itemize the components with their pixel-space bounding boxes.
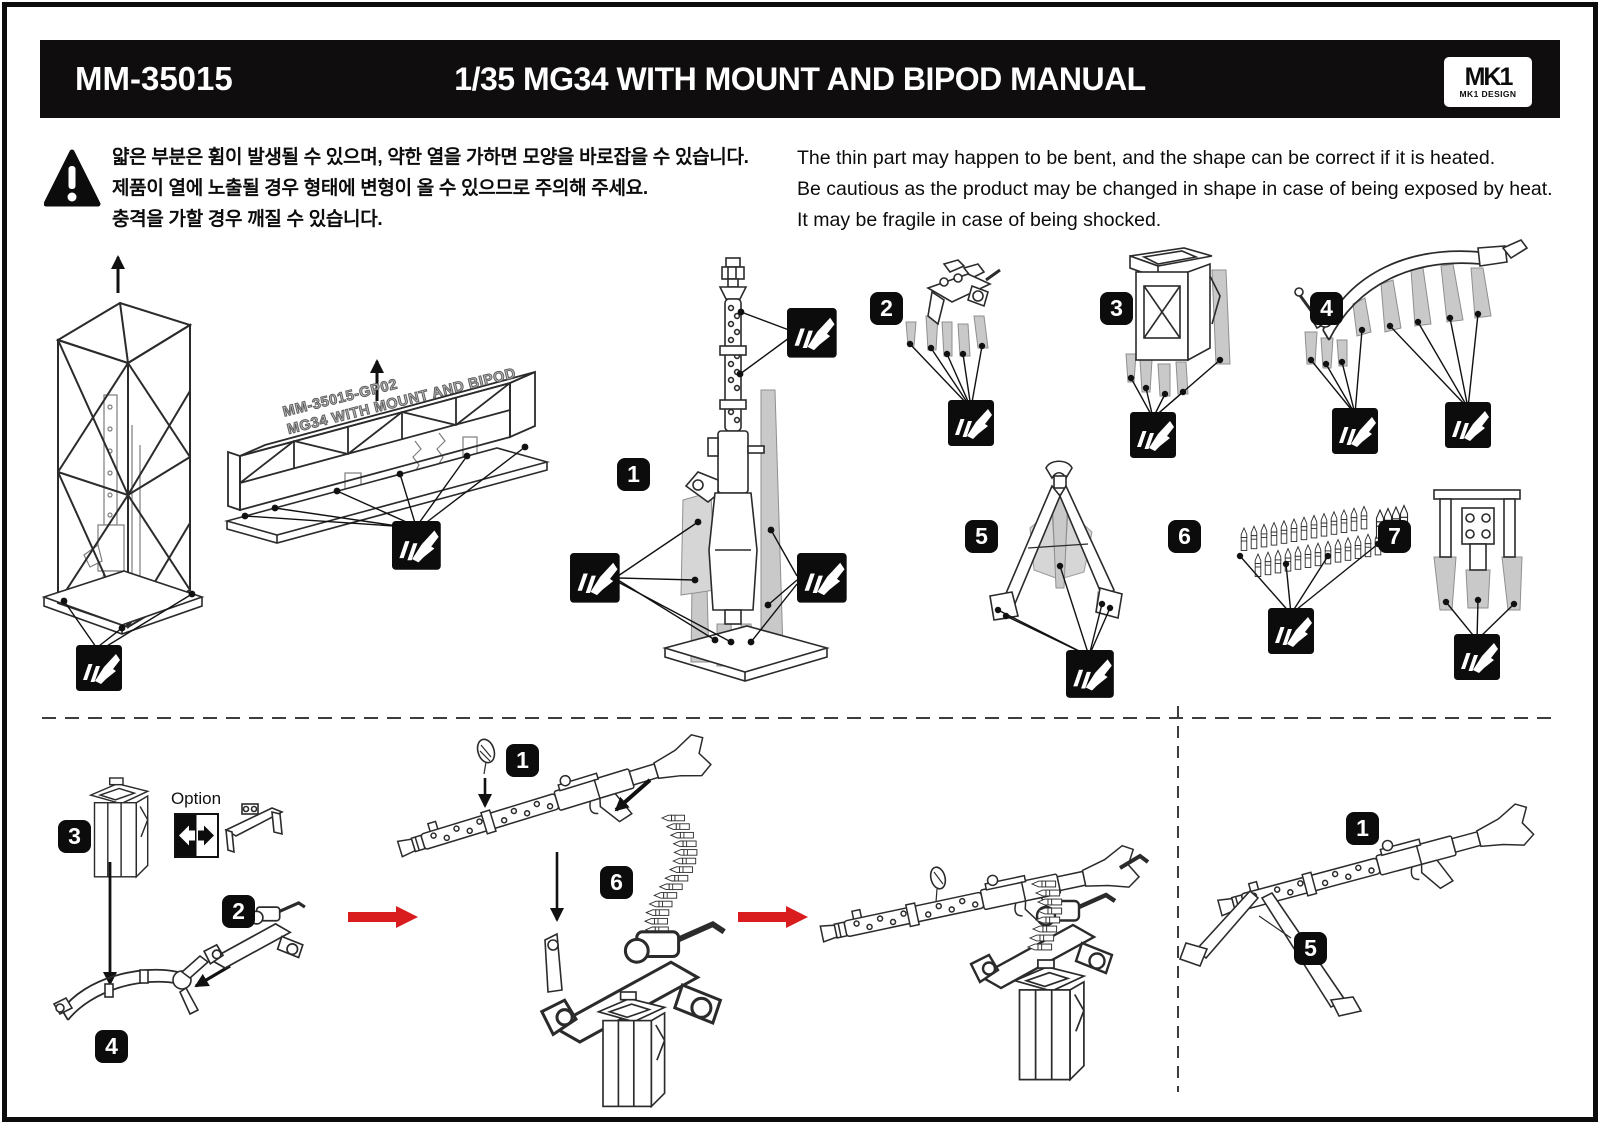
part-6-badge: 6	[1168, 520, 1201, 553]
support-cutter-icon	[1454, 634, 1500, 680]
red-arrow-icon	[738, 906, 808, 928]
part-2-badge: 2	[870, 292, 903, 325]
header-bar	[40, 40, 1560, 118]
part-3-overview-diagram	[1125, 247, 1231, 458]
support-cutter-icon	[76, 645, 122, 691]
warning-text-english: The thin part may happen to be bent, and…	[797, 143, 1572, 236]
support-cutter-icon	[1066, 650, 1114, 698]
part-1-overview-diagram	[570, 257, 847, 682]
step-belt-diagram	[644, 814, 698, 934]
diagonal-arrow-icon	[614, 778, 652, 812]
warning-ko-line: 충격을 가할 경우 깨질 수 있습니다.	[112, 209, 383, 230]
step-frame-badge: 4	[95, 1030, 128, 1063]
product-code: MM-35015	[75, 60, 233, 97]
support-cutter-icon	[948, 400, 994, 446]
warning-en-line: The thin part may happen to be bent, and…	[797, 147, 1496, 169]
support-tower-diagram	[41, 255, 205, 691]
assembled-gun-mount-diagram	[816, 842, 1150, 1081]
step-cradle-badge: 2	[222, 895, 255, 928]
page-title: 1/35 MG34 WITH MOUNT AND BIPOD MANUAL	[454, 61, 1146, 97]
support-cutter-icon	[1332, 408, 1378, 454]
support-cutter-icon	[797, 553, 847, 603]
mount-handle	[1118, 853, 1150, 870]
red-arrow-icon	[348, 906, 418, 928]
support-cutter-icon	[1268, 608, 1314, 654]
final-gun-badge: 1	[1346, 812, 1379, 845]
part-1-badge: 1	[617, 458, 650, 491]
part-3-badge: 3	[1100, 292, 1133, 325]
warning-en-line: It may be fragile in case of being shock…	[797, 209, 1162, 231]
step-gun-diagram	[392, 731, 720, 922]
warning-text-korean: 얇은 부분은 휨이 발생될 수 있으며, 약한 열을 가하면 모양을 바로잡을 …	[112, 142, 802, 235]
step-belt-badge: 6	[600, 866, 633, 899]
support-cutter-icon	[570, 553, 620, 603]
step-frame-diagram	[52, 954, 210, 1021]
step-drum-badge: 3	[58, 820, 91, 853]
warning-triangle-icon	[44, 149, 101, 207]
support-cutter-icon	[1130, 412, 1176, 458]
part-7-overview-diagram	[1433, 489, 1523, 680]
step-gun-badge: 1	[506, 744, 539, 777]
option-swap-icon	[174, 813, 219, 858]
part-2-overview-diagram	[905, 259, 1001, 446]
step-mount-assembly-diagram	[542, 924, 724, 1108]
part-5-badge: 5	[965, 520, 998, 553]
warning-ko-line: 얇은 부분은 휨이 발생될 수 있으며, 약한 열을 가하면 모양을 바로잡을 …	[112, 147, 749, 168]
print-cage-diagram	[223, 359, 551, 570]
brand-logo-text: MK1 DESIGN	[1459, 89, 1517, 99]
part-7-badge: 7	[1378, 520, 1411, 553]
brand-logo-mark: MK1	[1464, 63, 1514, 91]
warning-en-line: Be cautious as the product may be change…	[797, 178, 1553, 200]
option-label: Option	[170, 789, 222, 808]
support-cutter-icon	[1445, 402, 1491, 448]
support-cutter-icon	[392, 521, 441, 570]
part-5-overview-diagram	[989, 460, 1123, 698]
part-4-badge: 4	[1310, 292, 1343, 325]
support-cutter-icon	[787, 308, 837, 358]
part-6-overview-diagram	[1236, 504, 1409, 654]
brand-logo: MK1 MK1 DESIGN	[1444, 57, 1532, 107]
step-drum-diagram	[89, 777, 149, 878]
part-4-overview-diagram	[1294, 239, 1529, 454]
diagonal-arrow-icon	[194, 964, 231, 988]
final-bipod-badge: 5	[1294, 932, 1327, 965]
option-bracket-diagram	[224, 803, 284, 854]
warning-ko-line: 제품이 열에 노출될 경우 형태에 변형이 올 수 있으므로 주의해 주세요.	[112, 178, 648, 199]
